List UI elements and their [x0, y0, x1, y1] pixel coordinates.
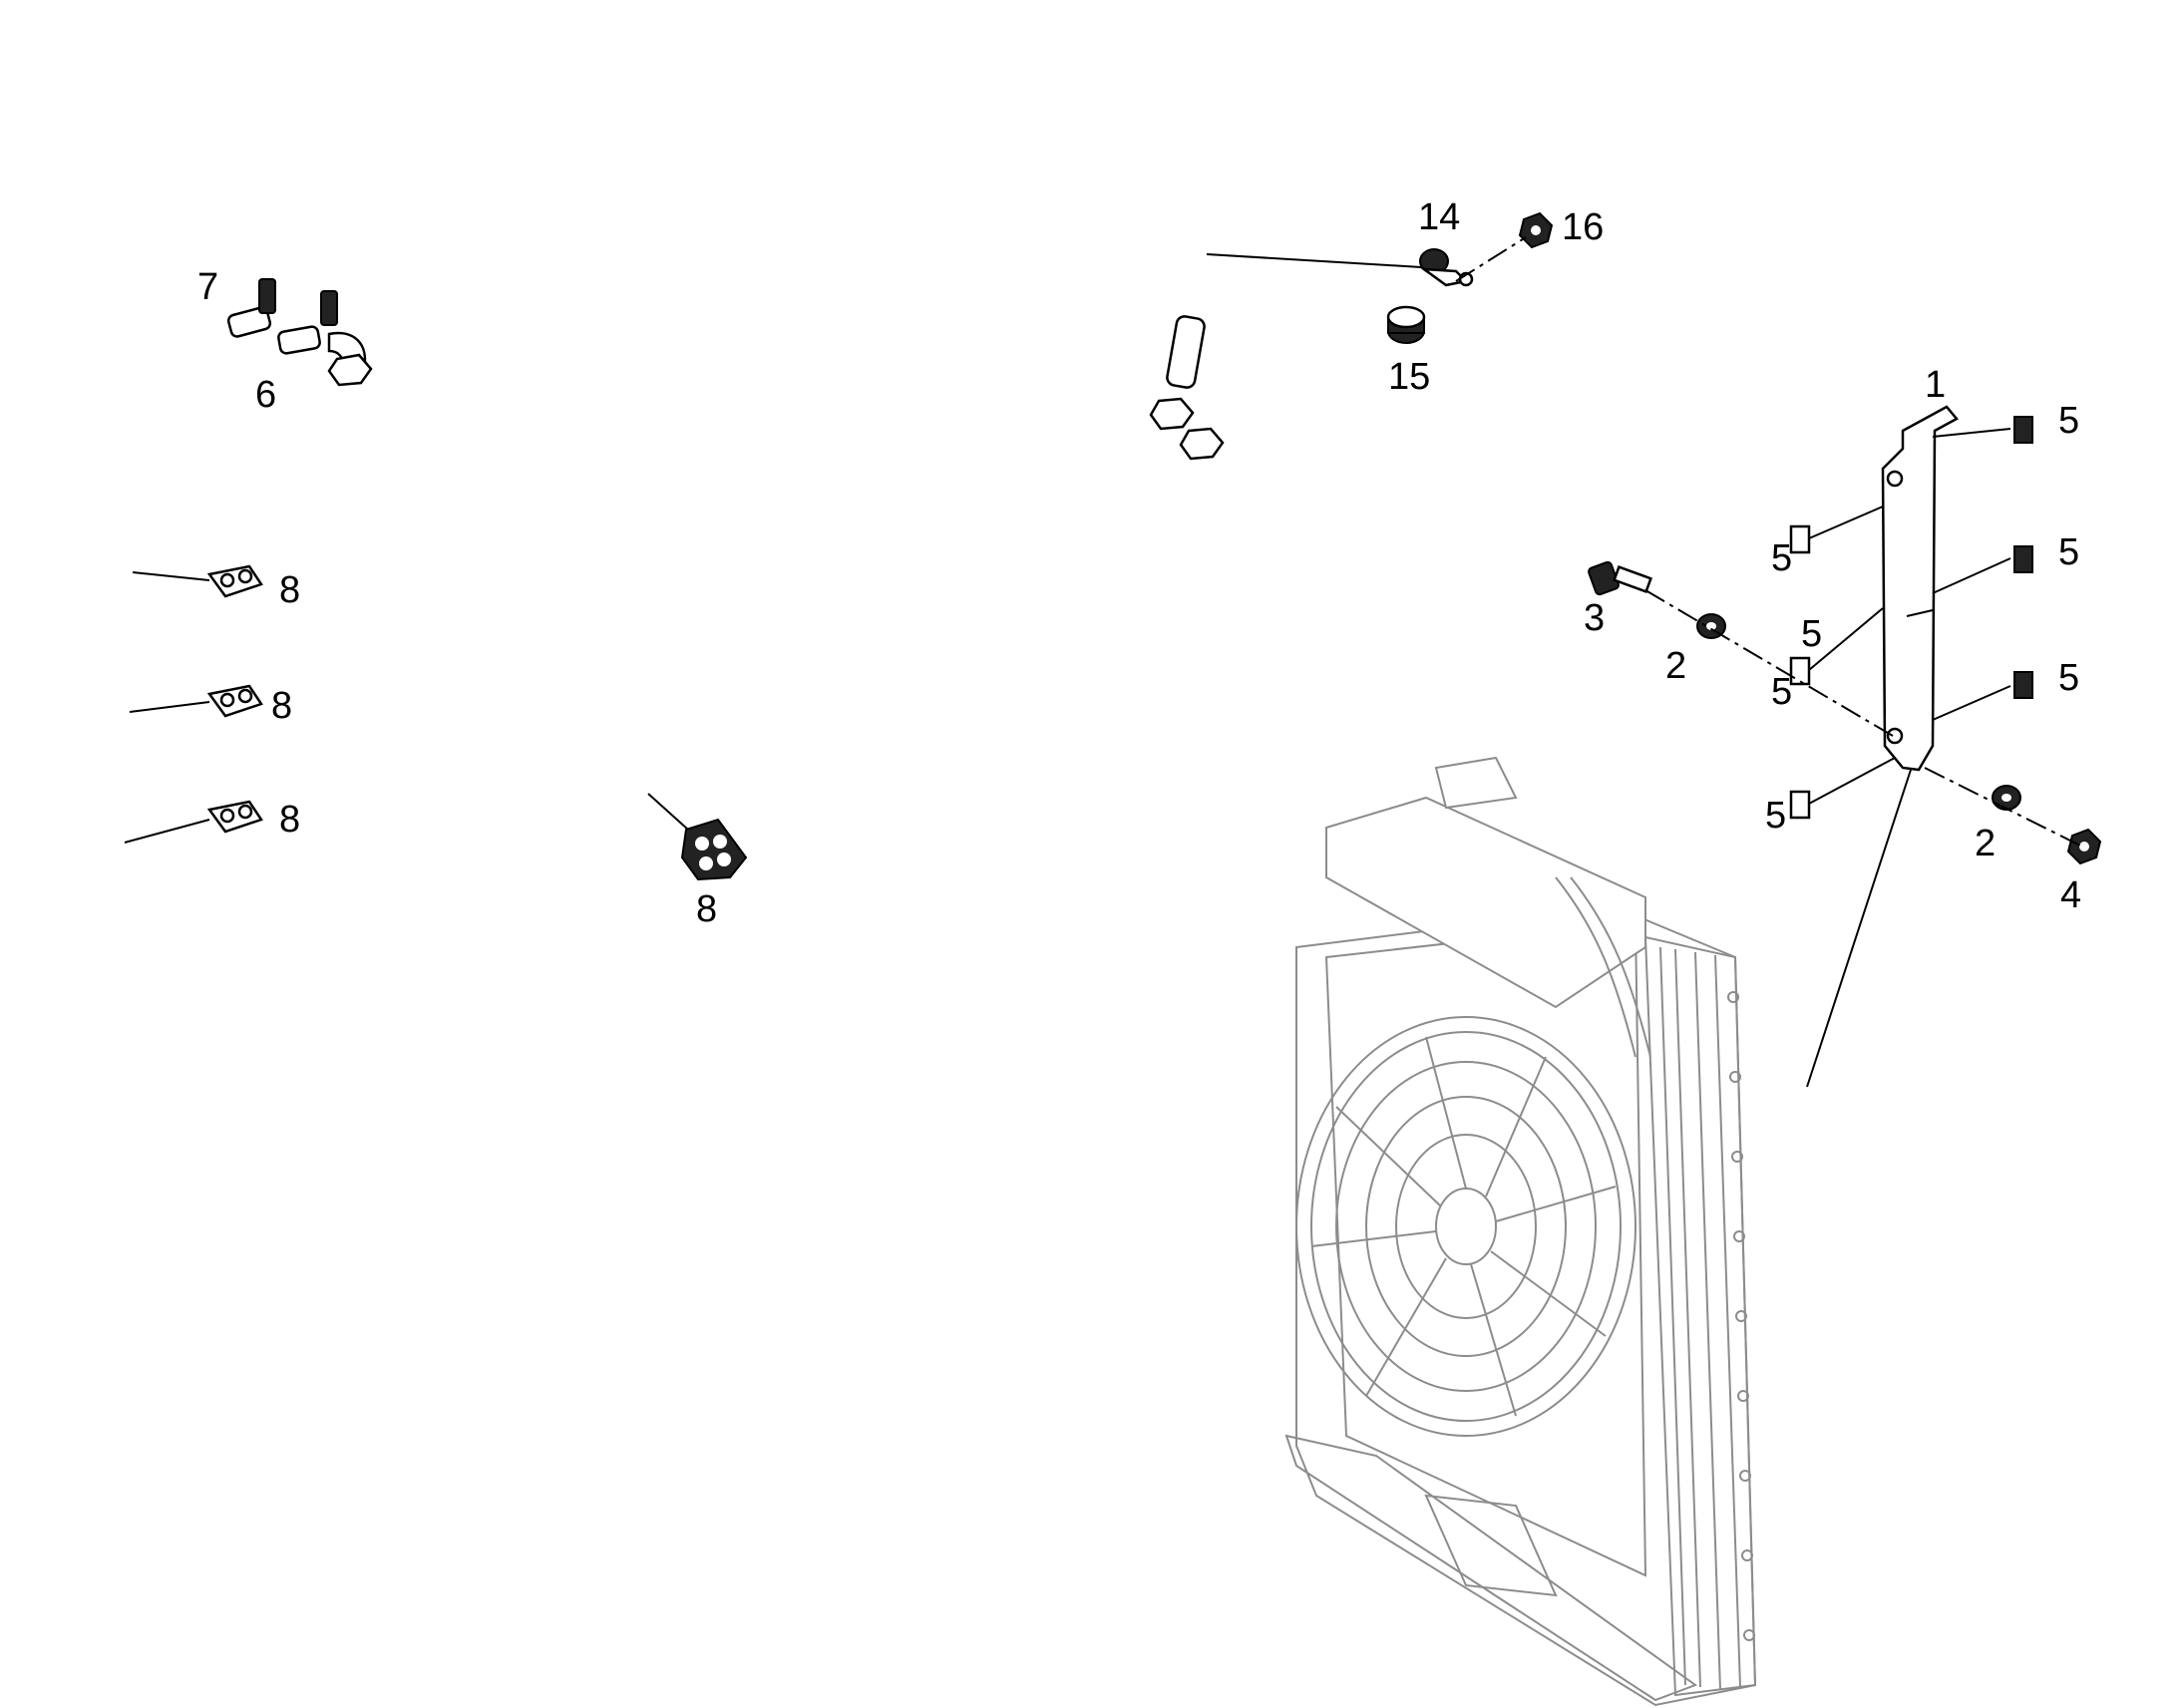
callout-8: 8	[279, 799, 300, 841]
callout-1: 1	[1925, 364, 1946, 406]
mounting-bracket-1	[1881, 405, 1959, 772]
bolt-3	[1588, 560, 1652, 596]
leader-lines	[124, 253, 2011, 1088]
callout-4: 4	[2060, 874, 2081, 916]
cooler-radiator-assembly	[1284, 756, 1757, 1707]
callout-3: 3	[1584, 597, 1605, 639]
washer-2b	[1992, 785, 2021, 811]
p-clamp-14	[1419, 248, 1474, 287]
nut-16	[1518, 211, 1554, 249]
assembly-axis-clamp	[1455, 236, 1527, 282]
callout-5: 5	[1771, 671, 1792, 713]
callout-8: 8	[271, 685, 292, 727]
callout-2: 2	[1975, 823, 1996, 864]
callout-16: 16	[1562, 206, 1604, 248]
callout-5: 5	[1765, 795, 1786, 837]
callout-2: 2	[1665, 645, 1686, 687]
callout-5: 5	[1771, 537, 1792, 579]
callout-14: 14	[1418, 196, 1460, 238]
assembly-axis-bolt	[1644, 589, 1894, 737]
callout-8: 8	[696, 888, 717, 930]
callout-7: 7	[197, 266, 218, 308]
hose-clamp-block-8d	[680, 818, 748, 881]
callout-8: 8	[279, 569, 300, 611]
callout-5: 5	[2058, 657, 2079, 699]
nut-4	[2066, 828, 2102, 865]
callout-5: 5	[2058, 400, 2079, 442]
callout-labels: 1 5 5 5 5 5 5 5 3 2 2 4 6 7 8 8 8 8 14 1…	[197, 196, 2081, 930]
clip-5-set	[1789, 416, 2033, 820]
callout-15: 15	[1388, 356, 1430, 398]
callout-5: 5	[1801, 613, 1822, 655]
clamp-insert-15	[1386, 305, 1426, 344]
hose-clamp-8c	[206, 800, 263, 834]
callout-6: 6	[255, 374, 276, 416]
hydraulic-hose-assembly	[93, 87, 1234, 1124]
callout-5: 5	[2058, 531, 2079, 573]
assembly-axis-nut	[1924, 767, 2085, 849]
hose-clamp-8a	[206, 564, 263, 598]
hose-clamp-8b	[206, 684, 263, 718]
